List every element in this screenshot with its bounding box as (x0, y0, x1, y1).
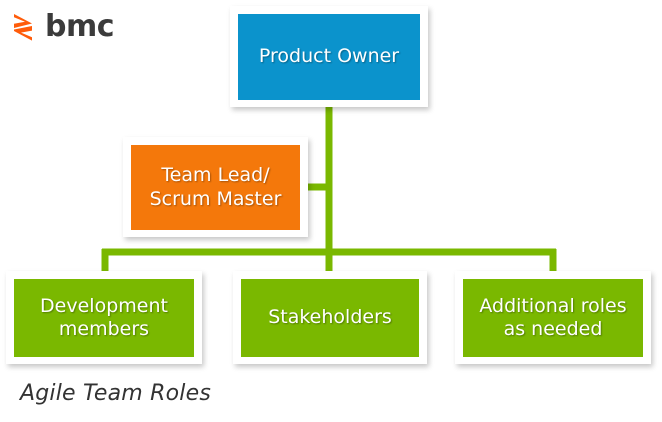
node-team-lead[interactable]: Team Lead/ Scrum Master (123, 137, 308, 237)
node-product-owner[interactable]: Product Owner (230, 6, 428, 107)
node-product-owner-fill: Product Owner (238, 14, 420, 100)
node-team-lead-fill: Team Lead/ Scrum Master (131, 145, 300, 230)
node-stakeholders-fill: Stakeholders (241, 279, 419, 357)
node-development-members[interactable]: Development members (6, 271, 202, 364)
bmc-chevron-icon (12, 12, 38, 42)
node-product-owner-label: Product Owner (258, 45, 400, 68)
node-stakeholders[interactable]: Stakeholders (233, 271, 427, 364)
node-additional-roles-label: Additional roles as needed (479, 294, 627, 340)
node-development-members-label: Development members (40, 294, 168, 340)
node-additional-roles-fill: Additional roles as needed (463, 279, 643, 357)
node-team-lead-label: Team Lead/ Scrum Master (149, 164, 282, 210)
node-stakeholders-label: Stakeholders (268, 306, 392, 329)
bmc-logo: bmc (12, 9, 115, 44)
node-development-members-fill: Development members (14, 279, 194, 357)
bmc-wordmark: bmc (45, 9, 115, 44)
diagram-caption: Agile Team Roles (20, 381, 211, 406)
node-additional-roles[interactable]: Additional roles as needed (455, 271, 651, 364)
